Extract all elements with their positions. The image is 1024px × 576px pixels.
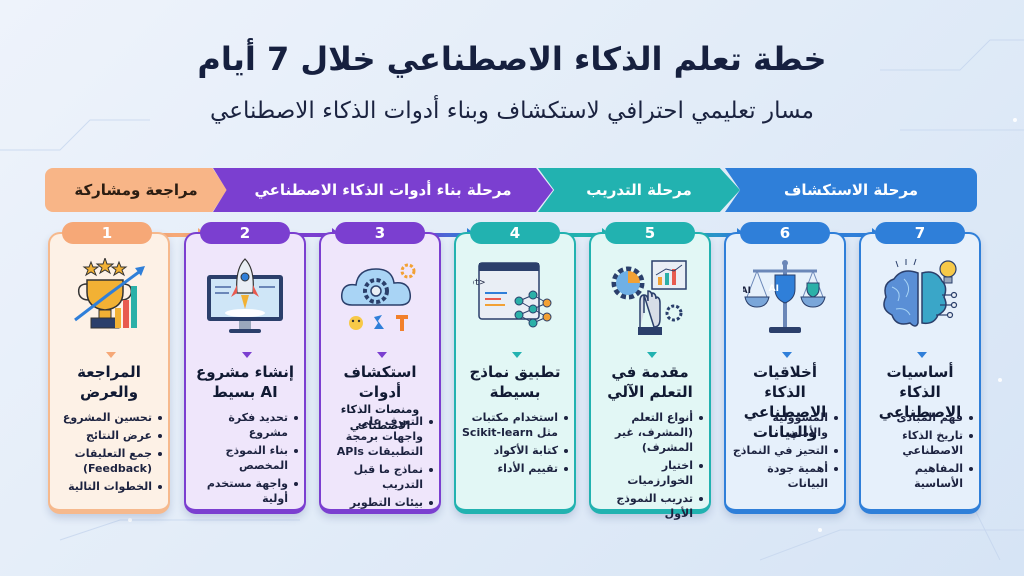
bullet-item: فهم المبادئ xyxy=(865,410,973,425)
day-badge-5: 5 xyxy=(605,222,695,244)
svg-text:<script>: <script> xyxy=(473,278,486,288)
day-7-bullets: فهم المبادئ تاريخ الذكاء الاصطناعي المفا… xyxy=(865,410,973,494)
brain-bulb-icon xyxy=(871,256,969,338)
day-badge-1: 1 xyxy=(62,222,152,244)
day-card-1: المراجعة والعرض تحسين المشروع عرض النتائ… xyxy=(48,232,170,514)
svg-text:AI: AI xyxy=(769,284,779,294)
day-badge-6: 6 xyxy=(740,222,830,244)
page-subtitle: مسار تعليمي احترافي لاستكشاف وبناء أدوات… xyxy=(210,98,814,124)
bullet-item: تحسين المشروع xyxy=(54,410,162,425)
day-1-title: المراجعة والعرض xyxy=(77,363,141,401)
day-badge-7: 7 xyxy=(875,222,965,244)
scales-ai-icon: AI AI xyxy=(736,256,834,338)
svg-text:AI: AI xyxy=(743,286,751,296)
down-triangle-icon xyxy=(242,352,252,358)
day-4-title: تطبيق نماذج بسيطة xyxy=(469,363,561,401)
day-3-title: استكشاف أدوات ومنصات الذكاء الاصطناعي xyxy=(325,362,435,434)
bullet-item: الخطوات التالية xyxy=(54,479,162,494)
day-5-bullets: أنواع التعلم (المشرف، غير المشرف) اختيار… xyxy=(595,410,703,524)
bullet-item: أهمية جودة البيانات xyxy=(730,461,838,491)
down-triangle-icon xyxy=(106,352,116,358)
down-triangle-icon xyxy=(917,352,927,358)
day-badge-4: 4 xyxy=(470,222,560,244)
bullet-item: جمع التعليقات (Feedback) xyxy=(54,446,162,476)
bullet-item: استخدام مكتبات مثل Scikit-learn xyxy=(460,410,568,440)
robot-hand-chart-icon xyxy=(601,256,699,338)
bullet-item: كتابة الأكواد xyxy=(460,443,568,458)
down-triangle-icon xyxy=(647,352,657,358)
day-card-2: إنشاء مشروع AI بسيط تحديد فكرة مشروع بنا… xyxy=(184,232,306,514)
bullet-item: المسؤولية والأمان xyxy=(730,410,838,440)
bullet-item: واجهة مستخدم أولية xyxy=(190,476,298,506)
day-card-4: <script> تطبيق نماذج بسيطة استخدام مكتبا… xyxy=(454,232,576,514)
day-2-title: إنشاء مشروع AI بسيط xyxy=(195,363,294,401)
bullet-item: نماذج ما قبل التدريب xyxy=(325,462,433,492)
bullet-item: تقييم الأداء xyxy=(460,461,568,476)
bullet-item: المفاهيم الأساسية xyxy=(865,461,973,491)
down-triangle-icon xyxy=(377,352,387,358)
bullet-item: بناء النموذج المخصص xyxy=(190,443,298,473)
phase-review-share: مراجعة ومشاركة xyxy=(45,168,227,212)
day-card-3: استكشاف أدوات ومنصات الذكاء الاصطناعي ال… xyxy=(319,232,441,514)
connector-5-6 xyxy=(675,233,741,237)
day-badge-2: 2 xyxy=(200,222,290,244)
rocket-monitor-icon xyxy=(196,256,294,338)
bullet-item: بيئات التطوير xyxy=(325,495,433,510)
day-5-title: مقدمة في التعلم الآلي xyxy=(607,363,693,401)
trophy-growth-icon xyxy=(60,256,158,338)
bullet-item: أنواع التعلم (المشرف، غير المشرف) xyxy=(595,410,703,455)
day-card-5: مقدمة في التعلم الآلي أنواع التعلم (المش… xyxy=(589,232,711,520)
day-3-title-text: استكشاف أدوات xyxy=(343,363,417,401)
phase-build-ai-tools: مرحلة بناء أدوات الذكاء الاصطناعي xyxy=(213,168,553,212)
bullet-item: تحديد فكرة مشروع xyxy=(190,410,298,440)
bullet-item: اختيار الخوارزميات xyxy=(595,458,703,488)
phase-exploration: مرحلة الاستكشاف xyxy=(725,168,977,212)
script-network-icon: <script> xyxy=(466,256,564,338)
day-6-bullets: المسؤولية والأمان التحيز في النماذج أهمي… xyxy=(730,410,838,494)
bullet-item: عرض النتائج xyxy=(54,428,162,443)
phase-bar: مراجعة ومشاركة مرحلة بناء أدوات الذكاء ا… xyxy=(45,168,977,212)
cloud-gear-icon xyxy=(331,256,429,338)
day-7-title: أساسيات الذكاء الاصطناعي xyxy=(878,363,962,421)
down-triangle-icon xyxy=(512,352,522,358)
day-card-6: AI AI أخلاقيات الذكاء الاصطناعي والبيانا… xyxy=(724,232,846,514)
phase-training: مرحلة التدريب xyxy=(538,168,740,212)
bullet-item: تاريخ الذكاء الاصطناعي xyxy=(865,428,973,458)
down-triangle-icon xyxy=(782,352,792,358)
connector-6-7 xyxy=(810,233,876,237)
connector-2-3 xyxy=(270,233,336,237)
connector-3-4 xyxy=(405,233,471,237)
day-badge-3: 3 xyxy=(335,222,425,244)
day-6-title: أخلاقيات الذكاء الاصطناعي والبيانات xyxy=(743,363,827,441)
connector-4-5 xyxy=(540,233,606,237)
day-3-bullets: التعرف على واجهات برمجة التطبيقات APIs ن… xyxy=(325,414,433,513)
day-1-bullets: تحسين المشروع عرض النتائج جمع التعليقات … xyxy=(54,410,162,497)
bullet-item: تدريب النموذج الأول xyxy=(595,491,703,521)
day-4-bullets: استخدام مكتبات مثل Scikit-learn كتابة ال… xyxy=(460,410,568,479)
bullet-item: التعرف على واجهات برمجة التطبيقات APIs xyxy=(325,414,433,459)
day-2-bullets: تحديد فكرة مشروع بناء النموذج المخصص واج… xyxy=(190,410,298,509)
day-card-7: أساسيات الذكاء الاصطناعي فهم المبادئ تار… xyxy=(859,232,981,514)
page-title: خطة تعلم الذكاء الاصطناعي خلال 7 أيام xyxy=(197,40,827,78)
day-3-subtitle: ومنصات الذكاء الاصطناعي xyxy=(340,403,420,432)
bullet-item: التحيز في النماذج xyxy=(730,443,838,458)
